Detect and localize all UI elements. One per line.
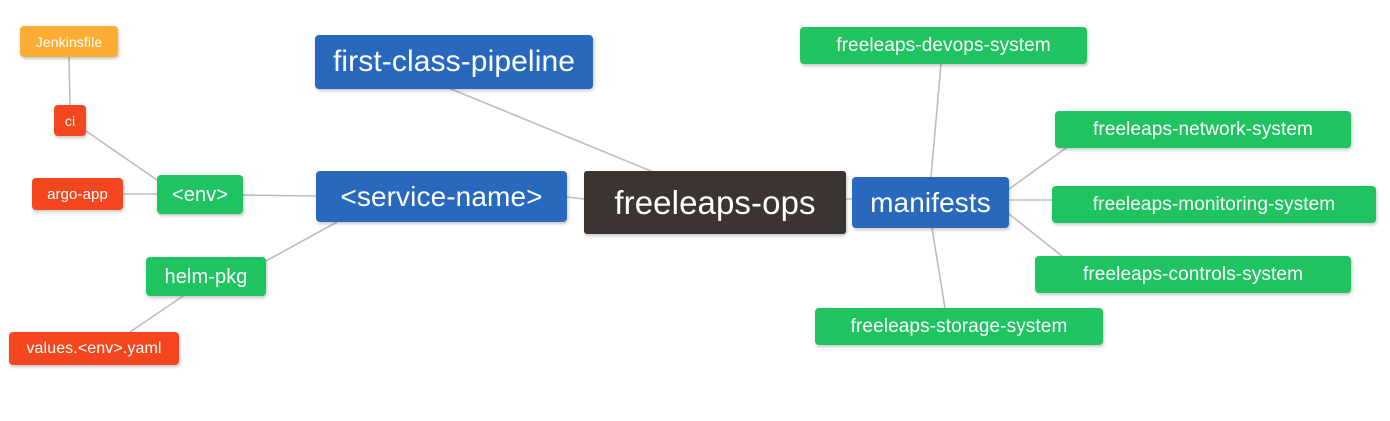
- edge-freeleaps-devops-system-to-manifests: [930, 63, 942, 178]
- node-label: freeleaps-controls-system: [1082, 264, 1304, 285]
- mindmap-node-first-class-pipeline[interactable]: first-class-pipeline: [315, 35, 593, 89]
- mindmap-node-freeleaps-ops[interactable]: freeleaps-ops: [584, 171, 846, 234]
- mindmap-node-freeleaps-monitoring-system[interactable]: freeleaps-monitoring-system: [1052, 186, 1376, 223]
- edge-service-name-to-freeleaps-ops: [566, 196, 585, 200]
- edge-jenkinsfile-to-ci: [68, 56, 71, 106]
- edge-helm-pkg-to-service-name: [265, 221, 338, 262]
- mindmap-node-values-yaml[interactable]: values.<env>.yaml: [9, 332, 179, 365]
- node-label: freeleaps-devops-system: [836, 35, 1051, 56]
- node-label: argo-app: [47, 185, 108, 203]
- edge-freeleaps-storage-system-to-manifests: [931, 227, 946, 309]
- mindmap-node-manifests[interactable]: manifests: [852, 177, 1009, 228]
- mindmap-node-service-name[interactable]: <service-name>: [316, 171, 567, 222]
- mindmap-node-freeleaps-controls-system[interactable]: freeleaps-controls-system: [1035, 256, 1351, 293]
- node-label: Jenkinsfile: [35, 33, 103, 50]
- mindmap-node-ci[interactable]: ci: [54, 105, 86, 136]
- edge-ci-to-env: [85, 130, 158, 181]
- mindmap-node-freeleaps-devops-system[interactable]: freeleaps-devops-system: [800, 27, 1087, 64]
- node-label: ci: [64, 112, 76, 129]
- mindmap-node-freeleaps-storage-system[interactable]: freeleaps-storage-system: [815, 308, 1103, 345]
- node-label: helm-pkg: [164, 265, 248, 288]
- mindmap-node-jenkinsfile[interactable]: Jenkinsfile: [20, 26, 118, 57]
- node-label: first-class-pipeline: [332, 45, 576, 78]
- edge-first-class-pipeline-to-freeleaps-ops: [450, 88, 652, 172]
- node-label: manifests: [870, 186, 991, 218]
- edge-freeleaps-network-system-to-manifests: [1008, 147, 1067, 190]
- node-label: freeleaps-storage-system: [850, 316, 1068, 337]
- mindmap-node-helm-pkg[interactable]: helm-pkg: [146, 257, 266, 296]
- node-label: freeleaps-ops: [614, 184, 816, 221]
- mindmap-node-freeleaps-network-system[interactable]: freeleaps-network-system: [1055, 111, 1351, 148]
- mindmap-node-env[interactable]: <env>: [157, 175, 243, 214]
- edge-values-yaml-to-helm-pkg: [129, 295, 184, 333]
- node-label: values.<env>.yaml: [26, 339, 162, 357]
- node-label: freeleaps-monitoring-system: [1092, 194, 1336, 215]
- mindmap-node-argo-app[interactable]: argo-app: [32, 178, 123, 210]
- edge-env-to-service-name: [242, 194, 317, 197]
- node-label: <env>: [171, 183, 229, 206]
- node-label: <service-name>: [340, 180, 543, 212]
- node-label: freeleaps-network-system: [1093, 119, 1313, 140]
